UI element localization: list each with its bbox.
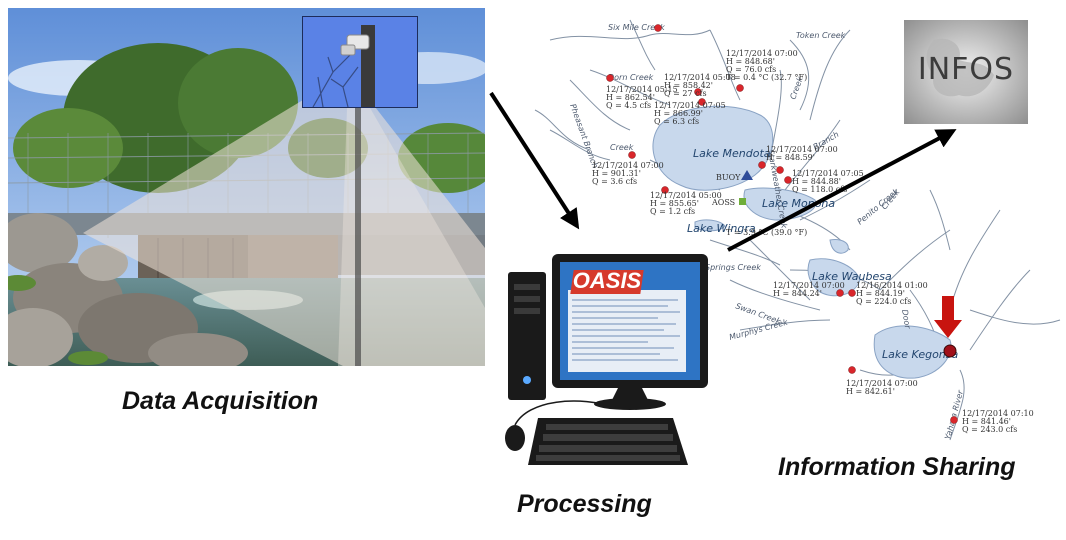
- station-reading: 12/16/2014 01:00: [856, 281, 928, 290]
- infos-logo: INFOS: [904, 20, 1028, 124]
- station-dot: [848, 289, 856, 297]
- station-reading: Q = 4.5 cfs: [606, 101, 651, 110]
- station-reading: H = 848.68': [726, 57, 775, 66]
- station-reading: Q = 224.0 cfs: [856, 297, 911, 306]
- station-reading: H = 841.46': [962, 417, 1011, 426]
- station-reading: 12/17/2014 07:05: [792, 169, 864, 178]
- station-dot: [776, 166, 784, 174]
- station-reading: H = 844.19': [856, 289, 905, 298]
- station-reading: 12/17/2014 05:00: [650, 191, 722, 200]
- infos-logo-graphic: [904, 20, 1028, 124]
- creek-label: Springs Creek: [705, 263, 761, 272]
- station-dot: [606, 74, 614, 82]
- station-reading: T = 0.4 °C (32.7 °F): [726, 73, 807, 82]
- aoss-marker-label: AOSS: [711, 198, 735, 207]
- station-reading: Q = 76.0 cfs: [726, 65, 776, 74]
- camera-inset: [302, 16, 418, 108]
- station-reading: H = 844.24': [773, 289, 822, 298]
- lake-label: Lake Wingra: [687, 222, 756, 235]
- station-reading: H = 844.88': [792, 177, 841, 186]
- arrow-to-processing: [489, 91, 580, 230]
- station-reading: 12/17/2014 05:15: [606, 85, 678, 94]
- station-reading: 12/17/2014 07:00: [846, 379, 918, 388]
- station-dot: [628, 151, 636, 159]
- computer-illustration: OASIS: [488, 250, 728, 490]
- station-reading: 12/17/2014 07:00: [726, 49, 798, 58]
- station-reading: 12/17/2014 07:00: [592, 161, 664, 170]
- lake-label: Lake Mendota: [693, 147, 771, 160]
- creek-label: Six Mile Creek: [608, 23, 665, 32]
- pointer-arrow-icon: [934, 296, 962, 338]
- station-dot: [661, 186, 669, 194]
- station-dot: [836, 289, 844, 297]
- computer-icon: [505, 254, 708, 465]
- creek-label: Token Creek: [796, 31, 846, 40]
- highlighted-station-dot: [943, 344, 957, 358]
- station-reading: Q = 27 cfs: [664, 89, 707, 98]
- station-reading: Q = 1.2 cfs: [650, 207, 695, 216]
- information-sharing-label: Information Sharing: [778, 453, 1016, 481]
- station-reading: 12/17/2014 07:05: [654, 101, 726, 110]
- station-reading: H = 848.59': [766, 153, 815, 162]
- station-reading: 12/17/2014 07:00: [766, 145, 838, 154]
- station-dot: [950, 416, 958, 424]
- station-dot: [848, 366, 856, 374]
- station-dot: [758, 161, 766, 169]
- station-reading: H = 858.42': [664, 81, 713, 90]
- creek-label: Door: [900, 309, 912, 330]
- station-reading: 12/17/2014 05:08: [664, 73, 736, 82]
- station-reading: Q = 3.6 cfs: [592, 177, 637, 186]
- station-dot: [784, 176, 792, 184]
- arrow-to-sharing: [727, 129, 957, 252]
- station-dot: [736, 84, 744, 92]
- buoy-icon: [741, 170, 753, 180]
- creek-label: Creek: [610, 143, 634, 152]
- station-reading: Q = 6.3 cfs: [654, 117, 699, 126]
- station-dot: [694, 88, 702, 96]
- station-reading: H = 862.54': [606, 93, 655, 102]
- station-reading: H = 866.99': [654, 109, 703, 118]
- processing-label: Processing: [517, 490, 652, 518]
- station-dot: [654, 24, 662, 32]
- lake-label: Lake Monona: [762, 197, 835, 210]
- wingra-reading: T = 3.9 °C (39.0 °F): [726, 228, 807, 237]
- aoss-icon: [739, 198, 746, 205]
- station-reading: Q = 118.0 cfs: [792, 185, 847, 194]
- station-reading: Q = 243.0 cfs: [962, 425, 1017, 434]
- station-reading: H = 842.61': [846, 387, 895, 396]
- infos-logo-text: INFOS: [917, 52, 1015, 87]
- camera-icon: [303, 17, 417, 107]
- buoy-marker-label: BUOY: [716, 173, 741, 182]
- station-reading: 12/17/2014 07:10: [962, 409, 1034, 418]
- station-reading: 12/17/2014 07:00: [773, 281, 845, 290]
- data-acquisition-label: Data Acquisition: [122, 387, 319, 415]
- map-illustration: Lake Mendota Lake Monona Lake Wingra Lak…: [534, 19, 1061, 441]
- creek-label: Dorn Creek: [608, 73, 654, 82]
- oasis-brand-text: OASIS: [572, 268, 642, 293]
- station-reading: H = 855.65': [650, 199, 699, 208]
- station-dot: [698, 98, 706, 106]
- lake-label: Lake Waubesa: [812, 270, 892, 283]
- lake-network-map: Lake Mendota Lake Monona Lake Wingra Lak…: [530, 10, 1066, 450]
- lake-label: Lake Kegonsa: [882, 348, 959, 361]
- station-reading: H = 901.31': [592, 169, 641, 178]
